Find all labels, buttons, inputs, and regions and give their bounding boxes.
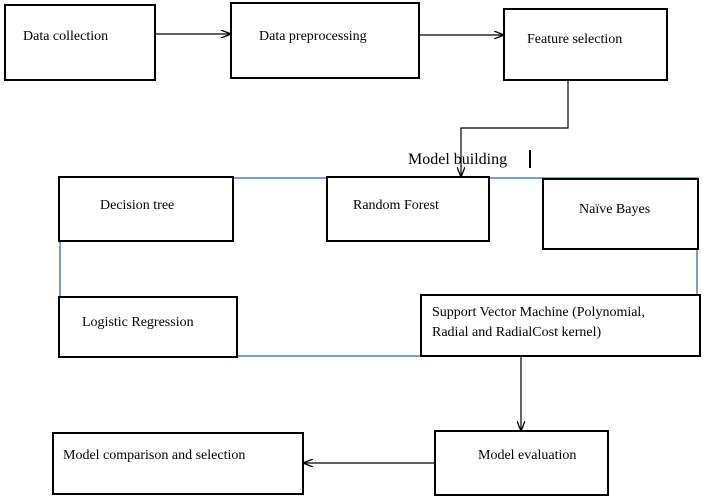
svm-label-line2: Radial and RadialCost kernel) [432, 325, 602, 340]
feature-selection-label: Feature selection [527, 32, 623, 47]
naive-bayes-box: Naïve Bayes [542, 178, 699, 250]
decision-tree-label: Decision tree [100, 198, 175, 213]
random-forest-box: Random Forest [326, 176, 490, 242]
feature-selection-box: Feature selection [503, 8, 668, 81]
svm-box: Support Vector Machine (Polynomial, Radi… [420, 294, 701, 357]
data-preprocessing-box: Data preprocessing [230, 2, 420, 79]
arrow-feature-selection-to-model-building [461, 80, 569, 176]
random-forest-label: Random Forest [353, 198, 439, 213]
model-evaluation-box: Model evaluation [434, 430, 609, 496]
model-comparison-label: Model comparison and selection [63, 448, 246, 463]
model-building-title: Model building [408, 151, 508, 168]
svm-label-line1: Support Vector Machine (Polynomial, [432, 305, 645, 320]
logistic-regression-label: Logistic Regression [82, 315, 194, 330]
naive-bayes-label: Naïve Bayes [579, 202, 651, 217]
model-evaluation-label: Model evaluation [478, 448, 577, 463]
logistic-regression-box: Logistic Regression [58, 296, 238, 358]
data-preprocessing-label: Data preprocessing [259, 29, 367, 44]
text-cursor-mark [529, 150, 531, 168]
data-collection-box: Data collection [4, 4, 156, 81]
model-comparison-box: Model comparison and selection [52, 432, 304, 495]
data-collection-label: Data collection [23, 29, 109, 44]
decision-tree-box: Decision tree [58, 176, 234, 242]
